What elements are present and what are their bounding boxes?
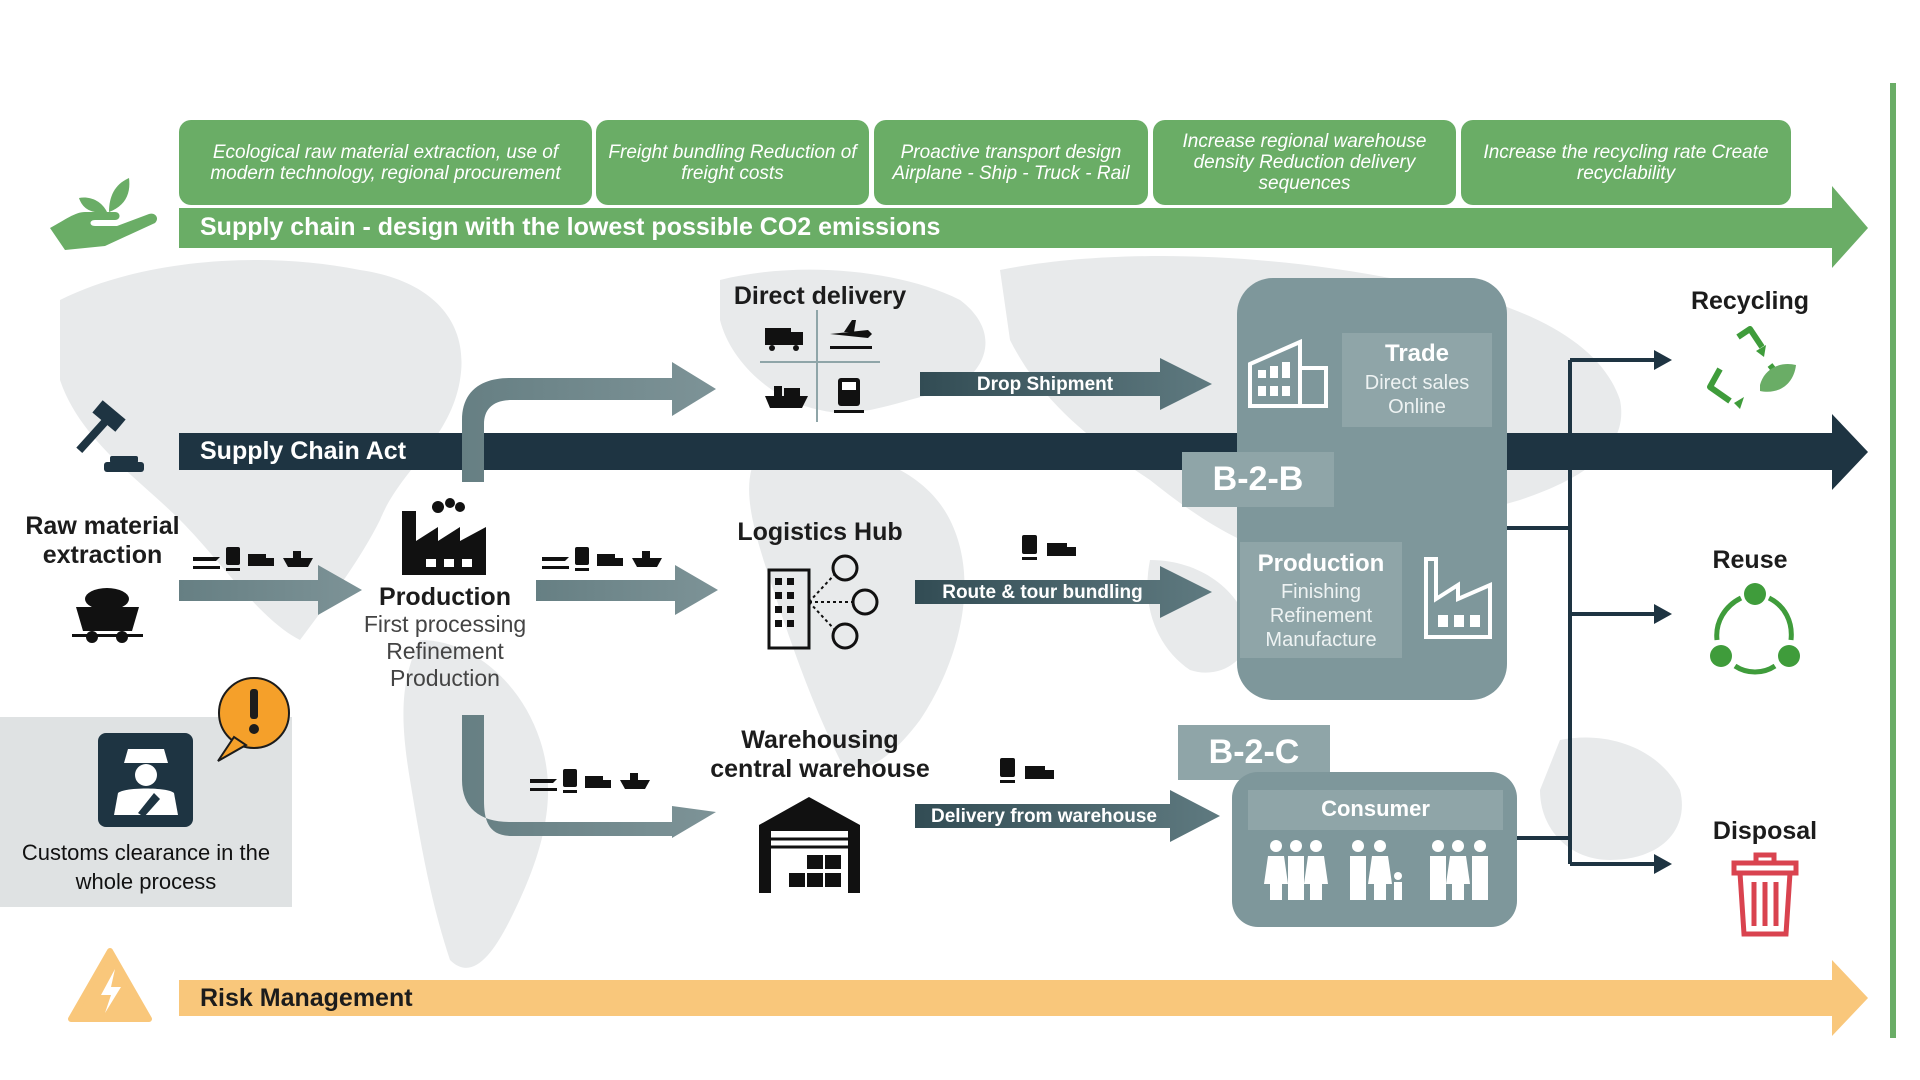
customs-label: Customs clearance in the whole process <box>21 840 271 894</box>
risk-arrow <box>179 960 1868 1036</box>
gavel-icon <box>76 400 144 472</box>
route-bundling-arrow <box>915 566 1212 618</box>
risk-label: Risk Management <box>200 984 413 1012</box>
warehouse-label: Warehousing central warehouse <box>710 726 930 783</box>
reuse-label: Reuse <box>1712 546 1788 574</box>
hub-building-icon <box>767 554 879 650</box>
ship-icon <box>765 386 808 408</box>
delivery-transport-icons <box>1000 758 1054 783</box>
b2b-production-line-3: Manufacture <box>1265 629 1377 651</box>
people-group-2 <box>1350 840 1402 900</box>
train-icon <box>834 378 864 413</box>
route-transport-icons <box>1022 535 1076 560</box>
b2b-production-line-1: Finishing <box>1280 581 1362 603</box>
b2b-factory-icon <box>1424 557 1492 639</box>
supply-chain-act-label: Supply Chain Act <box>200 437 407 465</box>
consumer-box <box>1248 790 1503 830</box>
reuse-icon <box>1710 583 1800 675</box>
outcome-arrowheads <box>1654 350 1672 874</box>
direct-delivery-icons <box>760 310 880 422</box>
people-group-3 <box>1430 840 1488 900</box>
truck-icon <box>765 328 803 351</box>
drop-shipment-label: Drop Shipment <box>976 374 1114 395</box>
recycling-icon <box>1707 326 1796 409</box>
delivery-warehouse-label: Delivery from warehouse <box>931 806 1157 827</box>
top-box-warehouse: Increase regional warehouse density Redu… <box>1153 120 1456 205</box>
b2b-badge: B-2-B <box>1182 452 1334 507</box>
disposal-label: Disposal <box>1712 817 1818 845</box>
production-transport-icons <box>542 547 662 571</box>
alert-bubble-icon <box>217 677 290 762</box>
production-line-3: Production <box>390 665 500 691</box>
delivery-warehouse-arrow <box>915 790 1220 842</box>
co2-arrow <box>179 186 1868 268</box>
plant-in-hand-icon <box>50 178 158 250</box>
right-edge-line <box>1890 83 1896 1038</box>
co2-arrow-label: Supply chain - design with the lowest po… <box>200 213 941 241</box>
top-box-recycling: Increase the recycling rate Create recyc… <box>1461 120 1791 205</box>
logistics-hub-label: Logistics Hub <box>737 518 903 546</box>
top-box-extraction: Ecological raw material extraction, use … <box>179 120 592 205</box>
trash-icon <box>1731 852 1799 937</box>
mining-cart-icon <box>72 588 143 643</box>
consumer-people-icon <box>1264 840 1488 900</box>
b2b-production-line-2: Refinement <box>1269 605 1373 627</box>
drop-shipment-arrow <box>920 358 1212 410</box>
trade-line-2: Online <box>1388 396 1446 418</box>
factory-icon <box>402 498 486 575</box>
trade-building-icon <box>1248 338 1328 408</box>
trade-box <box>1342 333 1492 427</box>
airplane-icon <box>830 320 872 349</box>
recycling-label: Recycling <box>1690 287 1810 315</box>
trade-line-1: Direct sales <box>1364 372 1470 394</box>
outcome-branches <box>1507 358 1660 866</box>
production-to-hub-arrow <box>536 565 718 615</box>
production-to-warehouse-arrow <box>462 715 716 838</box>
top-box-freight: Freight bundling Reduction of freight co… <box>596 120 869 205</box>
warehouse-icon <box>759 797 860 893</box>
raw-material-label: Raw material extraction <box>25 512 180 569</box>
customs-officer-icon <box>98 733 193 827</box>
production-title: Production <box>379 583 511 611</box>
top-box-transport: Proactive transport design Airplane - Sh… <box>874 120 1148 205</box>
production-line-2: Refinement <box>386 638 504 664</box>
direct-delivery-label: Direct delivery <box>733 282 907 310</box>
warning-bolt-icon <box>68 948 152 1022</box>
b2c-badge: B-2-C <box>1178 725 1330 780</box>
people-group-1 <box>1264 840 1328 900</box>
raw-transport-icons <box>193 547 313 571</box>
b2b-production-box <box>1240 542 1402 658</box>
raw-to-production-arrow <box>179 565 362 615</box>
consumer-title: Consumer <box>1321 796 1430 821</box>
production-line-1: First processing <box>363 611 527 637</box>
warehouse-transport-icons <box>530 769 650 793</box>
trade-title: Trade <box>1384 340 1450 367</box>
production-to-direct-arrow <box>462 362 716 482</box>
b2b-production-title: Production <box>1257 550 1385 577</box>
route-bundling-label: Route & tour bundling <box>942 582 1143 603</box>
